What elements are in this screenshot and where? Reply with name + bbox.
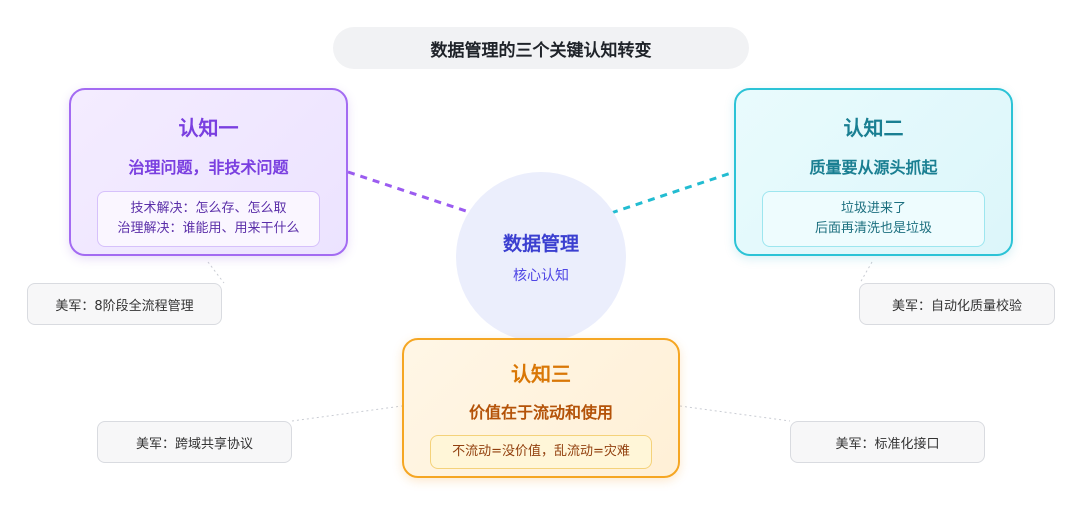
connector-card2-tag	[859, 261, 873, 284]
card-note-line: 垃圾进来了	[840, 201, 906, 216]
card-note-line: 技术解决：怎么存、怎么取	[130, 201, 287, 216]
connector-card1-center	[347, 170, 473, 215]
card-subtitle: 治理问题，非技术问题	[128, 158, 289, 177]
card-note-line: 后面再清洗也是垃圾	[814, 221, 932, 236]
card-note-line: 不流动=没价值，乱流动=灾难	[452, 444, 630, 459]
card-subtitle: 价值在于流动和使用	[468, 403, 613, 422]
diagram-title: 数据管理的三个关键认知转变	[333, 27, 749, 69]
card-title: 认知一	[178, 116, 239, 140]
center-title: 数据管理	[502, 233, 579, 255]
connector-card2-center	[610, 170, 735, 215]
us-military-tag-lifecycle: 美军：8阶段全流程管理	[27, 283, 222, 325]
center-subtitle: 核心认知	[513, 268, 569, 284]
card-title: 认知三	[511, 362, 571, 386]
connector-card3-tag-left	[291, 405, 403, 422]
card-note-line: 治理解决：谁能用、用来干什么	[117, 221, 300, 236]
cognition-card-1: 认知一 治理问题，非技术问题 技术解决：怎么存、怎么取 治理解决：谁能用、用来干…	[69, 88, 348, 256]
cognition-card-3: 认知三 价值在于流动和使用 不流动=没价值，乱流动=灾难	[402, 338, 680, 478]
card-note: 不流动=没价值，乱流动=灾难	[430, 435, 652, 469]
center-node: 数据管理 核心认知	[456, 172, 626, 342]
card-note: 垃圾进来了 后面再清洗也是垃圾	[762, 191, 985, 247]
connector-card3-tag-right	[679, 405, 791, 422]
us-military-tag-sharing-protocol: 美军：跨域共享协议	[97, 421, 292, 463]
us-military-tag-standard-interface: 美军：标准化接口	[790, 421, 985, 463]
card-subtitle: 质量要从源头抓起	[809, 158, 938, 177]
us-military-tag-quality-check: 美军：自动化质量校验	[859, 283, 1055, 325]
connector-card1-tag	[207, 261, 225, 284]
cognition-card-2: 认知二 质量要从源头抓起 垃圾进来了 后面再清洗也是垃圾	[734, 88, 1013, 256]
card-note: 技术解决：怎么存、怎么取 治理解决：谁能用、用来干什么	[97, 191, 320, 247]
card-title: 认知二	[843, 116, 904, 140]
